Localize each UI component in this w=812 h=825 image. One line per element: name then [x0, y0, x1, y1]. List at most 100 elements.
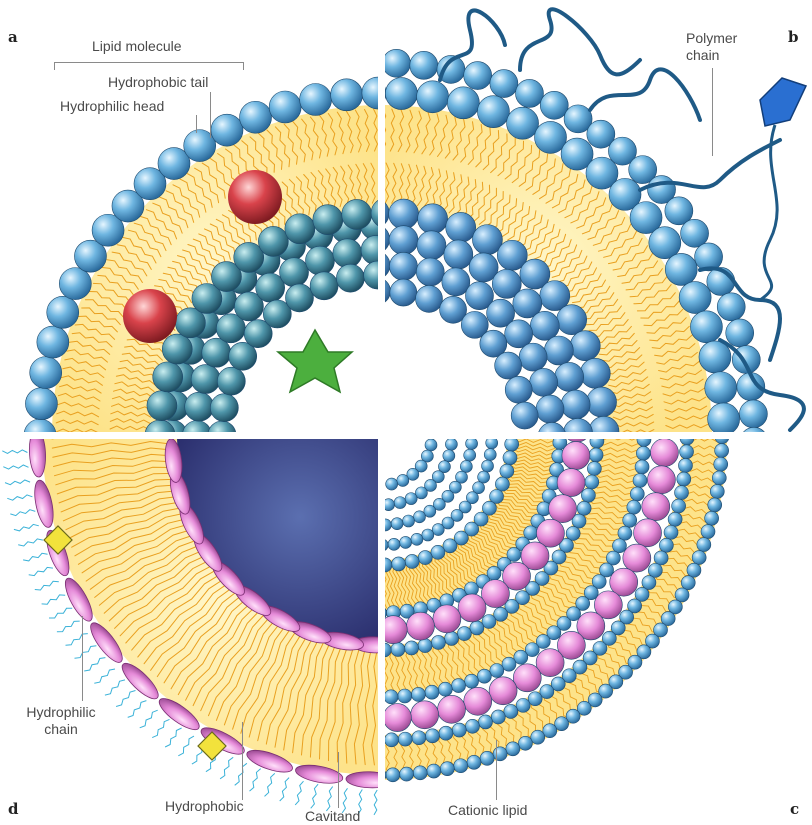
core-lipid — [587, 387, 617, 417]
lipid-head — [391, 518, 403, 530]
hydrophilic-chain — [23, 553, 47, 561]
lipid-head — [400, 767, 414, 781]
lipid-head — [411, 533, 423, 545]
core-lipid — [342, 199, 372, 229]
hydrophilic-chain — [178, 736, 194, 756]
core-lipid — [305, 246, 334, 275]
lipid-head — [708, 403, 740, 435]
lipid-head — [25, 388, 57, 420]
lipid-head — [413, 766, 427, 780]
lipid-head — [630, 487, 644, 501]
label-hydrophobic-tail: Hydrophobic tail — [108, 74, 208, 91]
lipid-head — [388, 538, 400, 550]
lipid-head-outer — [490, 70, 518, 98]
lipid-head — [418, 639, 432, 653]
panel-label-a: a — [8, 28, 18, 46]
lipid-head — [405, 493, 417, 505]
hydrophilic-chain — [311, 784, 318, 808]
lipid-head — [690, 311, 722, 343]
cationic-lipid — [458, 594, 486, 622]
lipid-head — [438, 682, 452, 696]
hydrophilic-chain — [140, 710, 158, 728]
core-lipid — [313, 205, 343, 235]
polymer-chain — [640, 140, 780, 190]
lipid-head — [648, 563, 662, 577]
lipid-head — [708, 498, 722, 512]
lipid-head — [627, 500, 641, 514]
lipid-head-outer — [740, 427, 768, 455]
lipid-head — [531, 730, 545, 744]
hydrophilic-chain — [57, 621, 80, 632]
cationic-lipid — [411, 701, 439, 729]
hydrophilic-chain — [152, 719, 169, 737]
lipid-head — [482, 460, 494, 472]
lipid-head — [385, 733, 399, 747]
core-lipid — [446, 212, 476, 242]
lipid-head — [432, 524, 444, 536]
drug-sphere-icon — [123, 289, 177, 343]
core-lipid — [210, 394, 238, 422]
lipid-head — [466, 438, 478, 450]
lipid-head — [482, 614, 496, 628]
lipid-head — [566, 526, 580, 540]
lipid-head-outer — [681, 219, 709, 247]
hydrophilic-chain — [42, 595, 66, 604]
polymer-chain — [520, 9, 640, 74]
lipid-head — [500, 464, 514, 478]
lipid-head-outer — [717, 293, 745, 321]
core-lipid — [511, 402, 538, 429]
hydrophilic-chain — [165, 728, 182, 747]
core-lipid — [285, 214, 315, 244]
cationic-lipid — [464, 687, 492, 715]
lipid-head — [331, 79, 363, 111]
lipid-head — [422, 529, 434, 541]
drug-sphere-icon — [228, 170, 282, 224]
core-lipid — [147, 391, 177, 421]
lipid-head — [480, 751, 494, 765]
lipid-head — [392, 557, 406, 571]
cationic-lipid — [549, 495, 577, 523]
lipid-head — [30, 357, 62, 389]
lipid-head — [412, 731, 426, 745]
cationic-lipid — [489, 677, 517, 705]
cationic-lipid — [438, 695, 466, 723]
lipid-head — [710, 484, 724, 498]
lipid-head — [452, 723, 466, 737]
lipid-head — [705, 511, 719, 525]
cationic-lipid-leader — [496, 740, 497, 800]
lipid-head — [211, 114, 243, 146]
panel-label-d: d — [8, 800, 19, 818]
lipid-head — [240, 101, 272, 133]
lipid-head — [633, 474, 647, 488]
lipid-molecule-bracket-left — [54, 62, 55, 70]
core-lipid — [258, 226, 288, 256]
lipid-head — [679, 282, 711, 314]
hydrophilic-chain — [295, 781, 303, 805]
core-lipid — [495, 352, 522, 379]
lipid-head — [697, 538, 711, 552]
lipid-head — [445, 438, 457, 450]
core-lipid — [580, 358, 610, 388]
hydrophilic-chain — [14, 524, 39, 531]
lipid-head-outer — [739, 400, 767, 428]
lipid-head — [384, 690, 398, 704]
hydrophilic-chain — [280, 778, 289, 801]
hydrophilic-head-leader — [196, 115, 197, 133]
hydrophilic-chain — [5, 480, 30, 485]
cationic-lipid — [433, 605, 461, 633]
ligand-cube-icon — [760, 78, 806, 126]
core-lipid — [390, 279, 417, 306]
lipid-head — [443, 539, 457, 553]
lipid-head — [403, 515, 415, 527]
hydrophilic-chain — [128, 701, 147, 718]
lipid-head — [687, 563, 701, 577]
lipid-head — [394, 497, 406, 509]
lipid-head — [427, 764, 441, 778]
lipid-head — [443, 450, 455, 462]
core-lipid — [544, 336, 573, 365]
lipid-head — [439, 726, 453, 740]
panel-label-c: c — [790, 800, 799, 818]
core-lipid — [505, 376, 532, 403]
cationic-lipid — [642, 493, 670, 521]
